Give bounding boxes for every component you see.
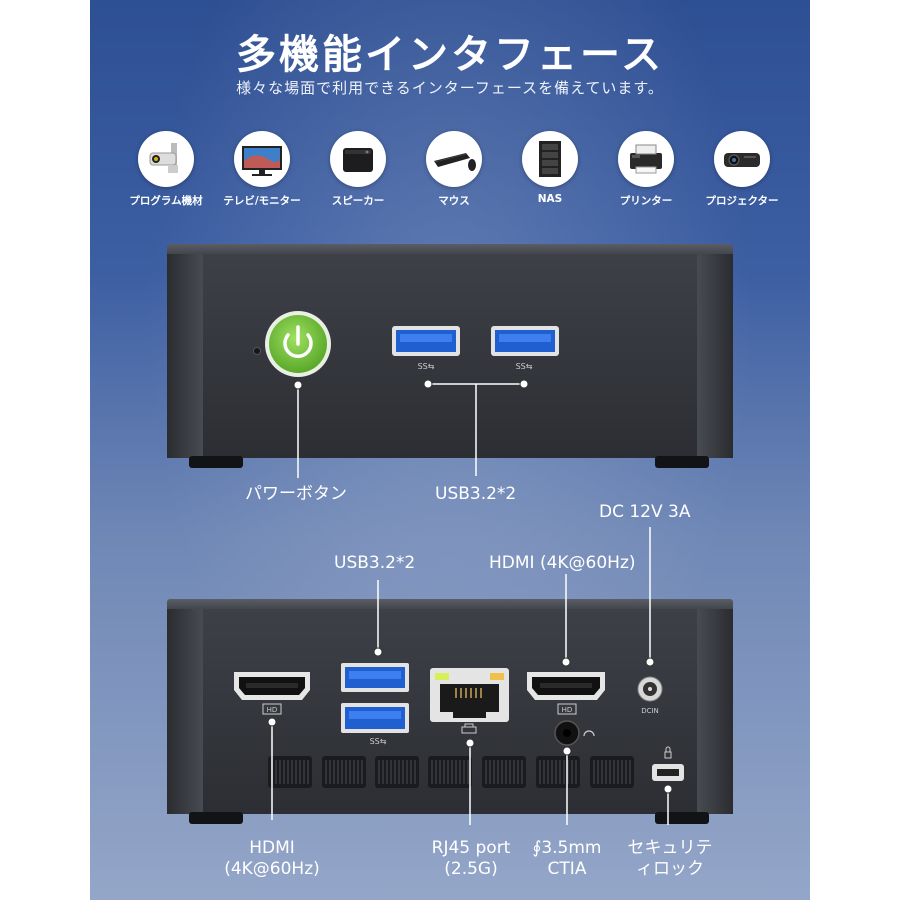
nas-icon: [522, 131, 578, 187]
hdmi-port-right[interactable]: [527, 672, 605, 700]
ss-mark: SS⇆: [370, 737, 387, 746]
device-label: プリンター: [619, 195, 673, 207]
front-usb-port-2[interactable]: [491, 326, 559, 356]
dc-in-port[interactable]: [637, 676, 663, 702]
dcin-mark: DCIN: [641, 707, 659, 715]
dc-input-label: DC 12V 3A: [599, 502, 691, 522]
rj45-port[interactable]: [430, 668, 509, 722]
device-label: マウス: [438, 195, 470, 207]
projector-icon: [714, 131, 770, 187]
tv-monitor-icon: [234, 131, 290, 187]
label-line: セキュリテ: [627, 838, 713, 858]
vent-slats: [271, 760, 631, 784]
hd-badge: [262, 703, 282, 715]
front-callout-lines: [297, 383, 524, 478]
vent-grille: [268, 756, 634, 788]
hdmi-port-left[interactable]: [234, 672, 310, 700]
label-line: ∮3.5mm: [532, 838, 602, 858]
page-title: 多機能インタフェース: [236, 32, 664, 78]
device-label: スピーカー: [331, 195, 385, 207]
hdmi-left-label: HDMI (4K@60Hz): [207, 838, 337, 880]
label-line: (2.5G): [444, 859, 498, 879]
hd-badge: [557, 703, 577, 715]
hd-mark: HD: [267, 706, 278, 714]
rj45-label: RJ45 port (2.5G): [412, 838, 530, 880]
ss-mark: SS⇆: [418, 362, 435, 371]
audio-jack-label: ∮3.5mm CTIA: [522, 838, 612, 880]
printer-icon: [618, 131, 674, 187]
headphone-icon: [583, 730, 595, 737]
label-line: CTIA: [547, 859, 587, 879]
security-lock-label: セキュリテ ィロック: [618, 838, 722, 880]
device-label: テレビ/モニター: [223, 195, 301, 207]
label-line: RJ45 port: [431, 838, 511, 858]
front-usb-port-1[interactable]: [392, 326, 460, 356]
security-camera-icon: [138, 131, 194, 187]
ss-mark: SS⇆: [516, 362, 533, 371]
back-usb-port-2[interactable]: [341, 703, 409, 733]
hd-mark: HD: [562, 706, 573, 714]
label-line: HDMI: [249, 838, 295, 858]
back-callout-lines: [271, 527, 669, 825]
device-label: プロジェクター: [705, 195, 779, 207]
page-subtitle: 様々な場面で利用できるインターフェースを備えています。: [236, 79, 664, 97]
hdmi-right-label: HDMI (4K@60Hz): [489, 553, 636, 573]
back-usb-label: USB3.2*2: [334, 553, 416, 573]
callout-dots: [267, 647, 673, 794]
label-line: ィロック: [636, 859, 704, 879]
callout-dot: [293, 380, 303, 390]
device-label: NAS: [537, 193, 563, 205]
network-icon: [461, 723, 477, 734]
security-lock-slot[interactable]: [652, 764, 684, 781]
mouse-keyboard-icon: [426, 131, 482, 187]
callout-dot: [423, 379, 433, 389]
callout-dot: [519, 379, 529, 389]
front-usb-label: USB3.2*2: [435, 484, 517, 504]
power-button-label: パワーボタン: [245, 484, 347, 504]
power-button[interactable]: [265, 311, 331, 377]
speaker-icon: [330, 131, 386, 187]
back-usb-port-1[interactable]: [341, 663, 409, 692]
audio-jack[interactable]: [554, 720, 580, 746]
label-line: (4K@60Hz): [224, 859, 320, 879]
lock-icon: [664, 746, 672, 759]
device-label: プログラム機材: [129, 195, 203, 207]
